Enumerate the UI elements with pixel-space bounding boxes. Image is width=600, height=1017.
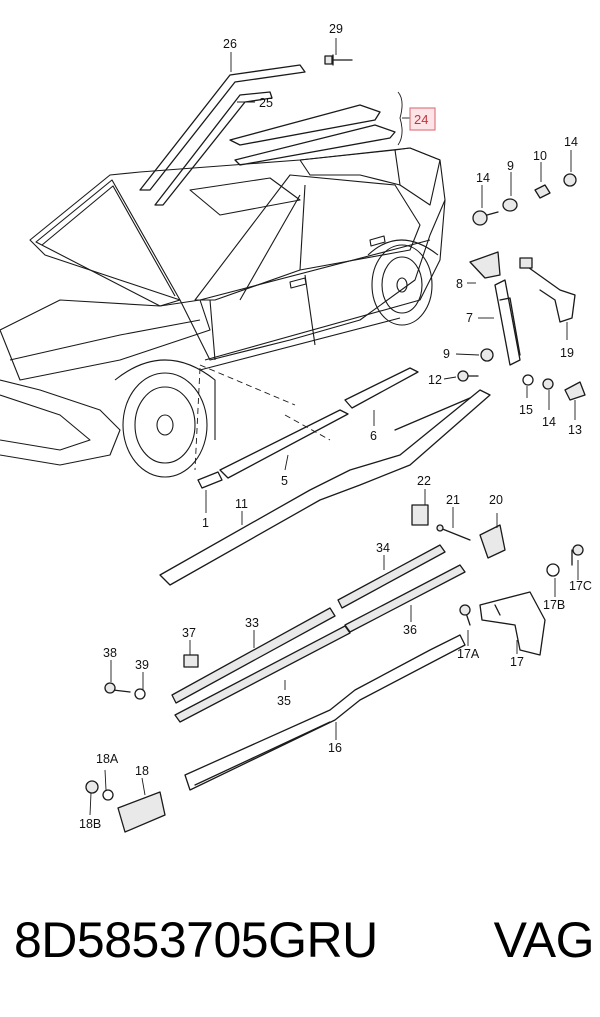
- callout-18: 18: [135, 764, 149, 778]
- callout-22: 22: [417, 474, 431, 488]
- part-15-washer[interactable]: [522, 374, 534, 386]
- part-18B-nut[interactable]: [85, 780, 99, 794]
- part-38-screw[interactable]: [104, 682, 131, 694]
- callout-20: 20: [489, 493, 503, 507]
- part-33-molding[interactable]: [171, 607, 336, 704]
- part-14-screw[interactable]: [472, 210, 499, 226]
- callout-17: 17: [510, 655, 524, 669]
- callout-34: 34: [376, 541, 390, 555]
- part-20-end-cap[interactable]: [479, 524, 506, 559]
- part-18-bracket[interactable]: [117, 791, 166, 833]
- callout-18A: 18A: [96, 752, 119, 766]
- part-6-trim[interactable]: [344, 367, 419, 409]
- brand-name: VAG: [493, 912, 595, 968]
- callout-17B: 17B: [543, 598, 565, 612]
- callout-12: 12: [428, 373, 442, 387]
- part-24-roof-strip[interactable]: [229, 104, 396, 166]
- callout-7: 7: [466, 311, 473, 325]
- part-26-roof-molding[interactable]: [139, 64, 306, 191]
- part-8-bracket[interactable]: [469, 251, 501, 279]
- callout-25: 25: [259, 96, 273, 110]
- callout-14a: 14: [476, 171, 490, 185]
- car-body-outline: [0, 147, 446, 478]
- part-12-screw[interactable]: [457, 370, 479, 382]
- callout-36: 36: [403, 623, 417, 637]
- part-17C-screw[interactable]: [571, 544, 584, 566]
- callout-8: 8: [456, 277, 463, 291]
- callout-24-highlight[interactable]: 24: [409, 107, 436, 131]
- callout-17C: 17C: [569, 579, 592, 593]
- callout-14c: 14: [542, 415, 556, 429]
- part-number: 8D5853705GRU: [14, 912, 378, 968]
- callout-33: 33: [245, 616, 259, 630]
- leader-lines: [89, 38, 579, 816]
- part-1-cap[interactable]: [197, 471, 223, 489]
- callout-9a: 9: [507, 159, 514, 173]
- part-16-sill-molding[interactable]: [184, 634, 466, 791]
- part-17B-washer[interactable]: [546, 563, 560, 577]
- callout-29: 29: [329, 22, 343, 36]
- part-11-sill-panel[interactable]: [159, 389, 491, 586]
- part-22-clip[interactable]: [411, 504, 429, 526]
- callout-26: 26: [223, 37, 237, 51]
- callout-16: 16: [328, 741, 342, 755]
- part-25-roof-molding[interactable]: [154, 91, 273, 206]
- callout-17A: 17A: [457, 647, 480, 661]
- part-36-molding[interactable]: [344, 564, 466, 633]
- callout-9b: 9: [443, 347, 450, 361]
- callout-19: 19: [560, 346, 574, 360]
- parts-diagram: 29 26 25 24 14 9 10 14 8 7 19 9 12 15 14…: [0, 22, 592, 833]
- callout-24: 24: [414, 112, 428, 127]
- callout-10: 10: [533, 149, 547, 163]
- part-9-grommet[interactable]: [502, 198, 518, 212]
- part-29-clip[interactable]: [324, 54, 353, 66]
- callout-6: 6: [370, 429, 377, 443]
- part-34-molding[interactable]: [337, 544, 446, 609]
- callout-5: 5: [281, 474, 288, 488]
- part-21-screw[interactable]: [436, 524, 471, 541]
- callout-18B: 18B: [79, 817, 101, 831]
- part-18A-washer[interactable]: [102, 789, 114, 801]
- part-39-washer[interactable]: [134, 688, 146, 700]
- part-35-molding[interactable]: [174, 625, 351, 723]
- part-7-pillar-trim[interactable]: [494, 279, 521, 366]
- part-17-bracket[interactable]: [479, 591, 546, 656]
- part-5-trim[interactable]: [219, 409, 349, 479]
- callout-1: 1: [202, 516, 209, 530]
- callout-15: 15: [519, 403, 533, 417]
- part-19-wiring[interactable]: [519, 257, 576, 323]
- part-14-nut[interactable]: [563, 173, 577, 187]
- part-caption: 8D5853705GRU VAG: [14, 905, 595, 975]
- part-10-bolt[interactable]: [534, 184, 551, 199]
- callout-11: 11: [235, 497, 248, 511]
- callout-35: 35: [277, 694, 291, 708]
- callout-38: 38: [103, 646, 117, 660]
- part-9-clip-lower[interactable]: [480, 348, 494, 362]
- callout-13: 13: [568, 423, 582, 437]
- callout-39: 39: [135, 658, 149, 672]
- part-37-clip[interactable]: [183, 654, 199, 668]
- callout-21: 21: [446, 493, 460, 507]
- part-17A-screw[interactable]: [459, 604, 471, 626]
- callout-14b: 14: [564, 135, 578, 149]
- callout-37: 37: [182, 626, 196, 640]
- part-13-bracket[interactable]: [564, 381, 586, 401]
- part-14-nut-lower[interactable]: [542, 378, 554, 390]
